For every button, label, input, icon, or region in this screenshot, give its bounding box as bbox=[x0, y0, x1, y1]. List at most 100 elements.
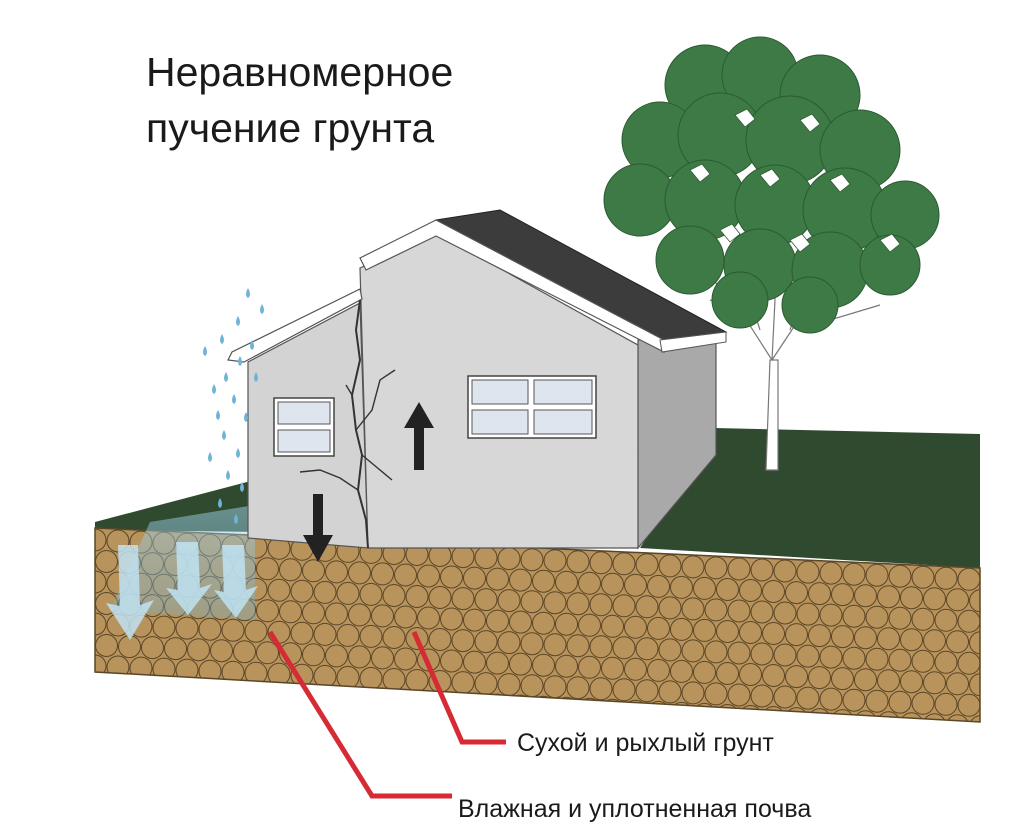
foliage-gap bbox=[759, 168, 781, 188]
soil-particle bbox=[520, 548, 544, 572]
soil-particle bbox=[474, 630, 498, 654]
soil-particle bbox=[981, 653, 1003, 675]
soil-particle bbox=[428, 712, 452, 722]
soil-particle bbox=[912, 734, 934, 756]
soil-particle bbox=[854, 626, 877, 650]
soil-particle bbox=[877, 711, 900, 722]
soil-particle bbox=[923, 587, 946, 611]
soil-particle bbox=[233, 682, 256, 706]
soil-particle bbox=[681, 681, 705, 705]
soil-particle bbox=[693, 576, 716, 600]
soil-particle bbox=[428, 586, 452, 609]
soil-particle bbox=[993, 675, 1015, 697]
soil-particle bbox=[842, 562, 866, 586]
soil-particle bbox=[118, 677, 141, 701]
soil-particle bbox=[371, 604, 394, 628]
soil-particle bbox=[762, 622, 785, 645]
soil-particle bbox=[382, 710, 406, 722]
raindrop-icon bbox=[208, 452, 212, 462]
soil-particle bbox=[958, 736, 980, 758]
soil-particle bbox=[946, 714, 969, 722]
soil-particle bbox=[981, 695, 1003, 717]
soil-particle bbox=[612, 552, 636, 576]
soil-particle bbox=[911, 607, 935, 631]
soil-particle bbox=[658, 596, 682, 620]
soil-particle bbox=[601, 572, 624, 596]
soil-particle bbox=[578, 655, 601, 679]
soil-particle bbox=[727, 557, 751, 581]
soil-particle bbox=[290, 705, 314, 722]
soil-particle bbox=[382, 626, 406, 649]
soil-particle bbox=[95, 612, 107, 636]
soil-particle bbox=[773, 559, 797, 583]
soil-particle bbox=[796, 560, 820, 584]
soil-particle bbox=[670, 617, 693, 641]
soil-particle bbox=[969, 631, 980, 655]
soil-particle bbox=[831, 625, 854, 649]
soil-particle bbox=[371, 562, 394, 586]
soil-particle bbox=[233, 640, 256, 664]
soil-particle bbox=[704, 598, 728, 622]
foliage-gap bbox=[689, 163, 711, 183]
soil-particle bbox=[463, 692, 486, 716]
foliage-gap bbox=[789, 233, 811, 253]
soil-particle bbox=[993, 717, 1015, 739]
soil-particle bbox=[244, 619, 268, 643]
soil-particle bbox=[279, 558, 302, 582]
soil-particle bbox=[520, 590, 544, 614]
soil-particle bbox=[957, 567, 980, 591]
soil-particle bbox=[934, 608, 958, 632]
soil-particle bbox=[440, 607, 463, 631]
soil-particle bbox=[532, 569, 555, 593]
soil-particle bbox=[129, 698, 153, 722]
soil-particle bbox=[555, 570, 578, 594]
soil-particle bbox=[95, 654, 107, 678]
soil-particle bbox=[175, 700, 199, 722]
soil-particle bbox=[152, 699, 176, 722]
water-flow-arrow bbox=[106, 545, 154, 640]
soil-particle bbox=[601, 698, 624, 722]
pointer-dry-soil bbox=[411, 631, 506, 745]
soil-particle bbox=[302, 601, 325, 625]
soil-particle bbox=[635, 553, 659, 577]
soil-particle bbox=[993, 633, 1015, 655]
soil-particle bbox=[164, 637, 187, 661]
soil-particle bbox=[612, 678, 636, 702]
soil-particle bbox=[187, 680, 210, 704]
soil-particle bbox=[244, 703, 268, 722]
soil-particle bbox=[486, 567, 509, 591]
soil-particle bbox=[866, 732, 888, 754]
soil-particle bbox=[819, 645, 843, 669]
soil-particle bbox=[635, 679, 659, 703]
soil-particle bbox=[221, 702, 245, 722]
foliage-gap bbox=[719, 223, 741, 243]
soil-particle bbox=[95, 550, 118, 573]
soil-particle bbox=[509, 568, 532, 592]
soil-particle bbox=[773, 685, 797, 709]
soil-particle bbox=[762, 664, 785, 687]
title-line-1: Неравномерное bbox=[146, 49, 454, 95]
pointer-wet-soil bbox=[267, 630, 452, 799]
soil-particle bbox=[969, 589, 980, 613]
water-flow-arrow bbox=[214, 545, 258, 618]
soil-particle bbox=[371, 646, 394, 670]
soil-particle bbox=[95, 570, 107, 594]
soil-particle bbox=[221, 618, 245, 642]
soil-particle bbox=[578, 571, 601, 595]
soil-particle bbox=[923, 629, 946, 653]
soil-particle bbox=[842, 688, 866, 712]
soil-particle bbox=[256, 599, 279, 623]
soil-particle bbox=[647, 616, 670, 640]
soil-particle bbox=[566, 634, 590, 658]
soil-particle bbox=[911, 649, 935, 673]
wall-crack-branch bbox=[299, 369, 396, 491]
label-wet-soil: Влажная и уплотненная почва bbox=[458, 795, 812, 823]
soil-particle bbox=[820, 730, 842, 752]
soil-particle bbox=[543, 675, 567, 699]
soil-particle bbox=[451, 587, 475, 611]
soil-particle bbox=[382, 584, 406, 607]
soil-particle bbox=[371, 688, 394, 712]
soil-particle bbox=[647, 574, 670, 598]
soil-particle bbox=[888, 564, 912, 588]
soil-particle bbox=[693, 618, 716, 642]
